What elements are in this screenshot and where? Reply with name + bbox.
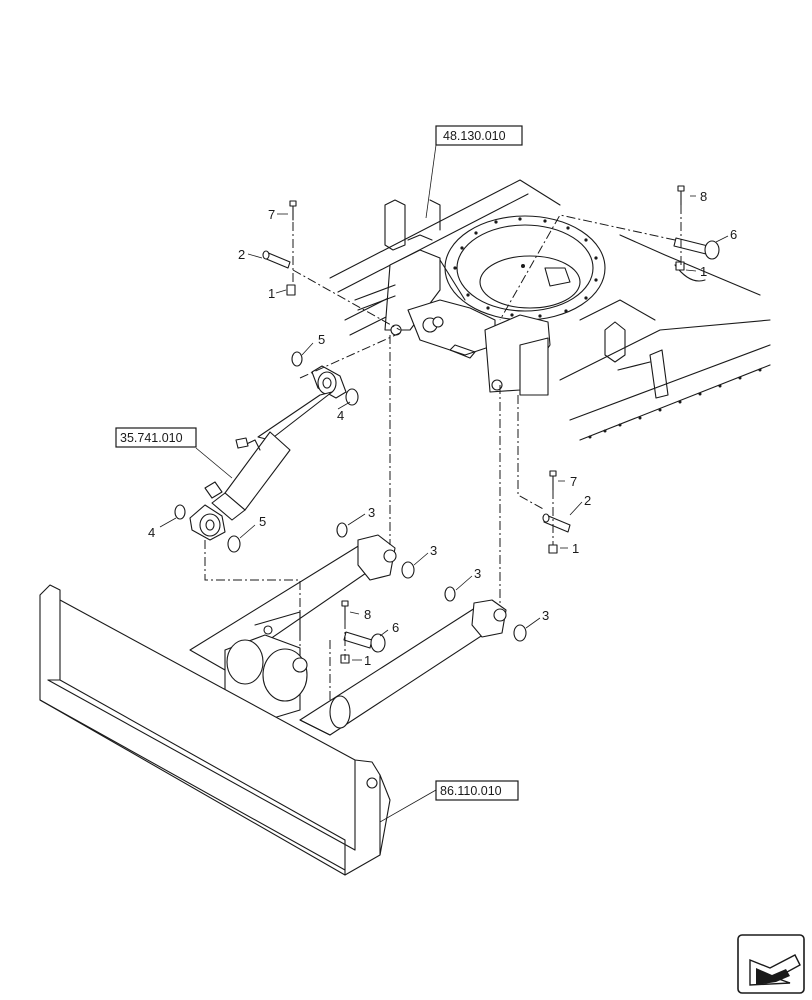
callout-1-top: 1	[268, 286, 275, 301]
callout-4-lower: 4	[148, 525, 155, 540]
reference-cylinder-label: 35.741.010	[120, 431, 183, 445]
callout-4-upper: 4	[337, 408, 344, 423]
callout-3-c: 3	[474, 566, 481, 581]
reference-box-cylinder[interactable]: 35.741.010	[115, 427, 197, 448]
callout-6-mid: 6	[392, 620, 399, 635]
callout-5-lower: 5	[259, 514, 266, 529]
blade-cylinder	[174, 351, 359, 553]
callout-7-right: 7	[570, 474, 577, 489]
upper-frame	[329, 179, 771, 441]
callout-labels: 7 2 1 8 6 1 5 4 4 5 3 3 3 3 7 2 1 8 6 1	[148, 189, 737, 668]
dozer-blade	[39, 522, 527, 876]
pins-bolts	[262, 185, 720, 664]
assembly-centerlines	[204, 205, 682, 700]
reference-blade-label: 86.110.010	[440, 784, 502, 798]
callout-3-b: 3	[430, 543, 437, 558]
callout-1-mid: 1	[364, 653, 371, 668]
leader-lines	[159, 144, 729, 823]
callout-5-upper: 5	[318, 332, 325, 347]
callout-7-top: 7	[268, 207, 275, 222]
callout-3-a: 3	[368, 505, 375, 520]
callout-8-mid: 8	[364, 607, 371, 622]
callout-2-right: 2	[584, 493, 591, 508]
reference-frame-label: 48.130.010	[443, 129, 506, 143]
callout-1-right: 1	[572, 541, 579, 556]
reference-box-blade[interactable]: 86.110.010	[435, 780, 519, 801]
callout-6-top: 6	[730, 227, 737, 242]
view-direction-arrow-icon[interactable]	[737, 934, 805, 994]
reference-box-frame[interactable]: 48.130.010	[435, 125, 523, 146]
callout-1-topright: 1	[700, 264, 707, 279]
callout-3-d: 3	[542, 608, 549, 623]
callout-8-top: 8	[700, 189, 707, 204]
callout-2-top: 2	[238, 247, 245, 262]
